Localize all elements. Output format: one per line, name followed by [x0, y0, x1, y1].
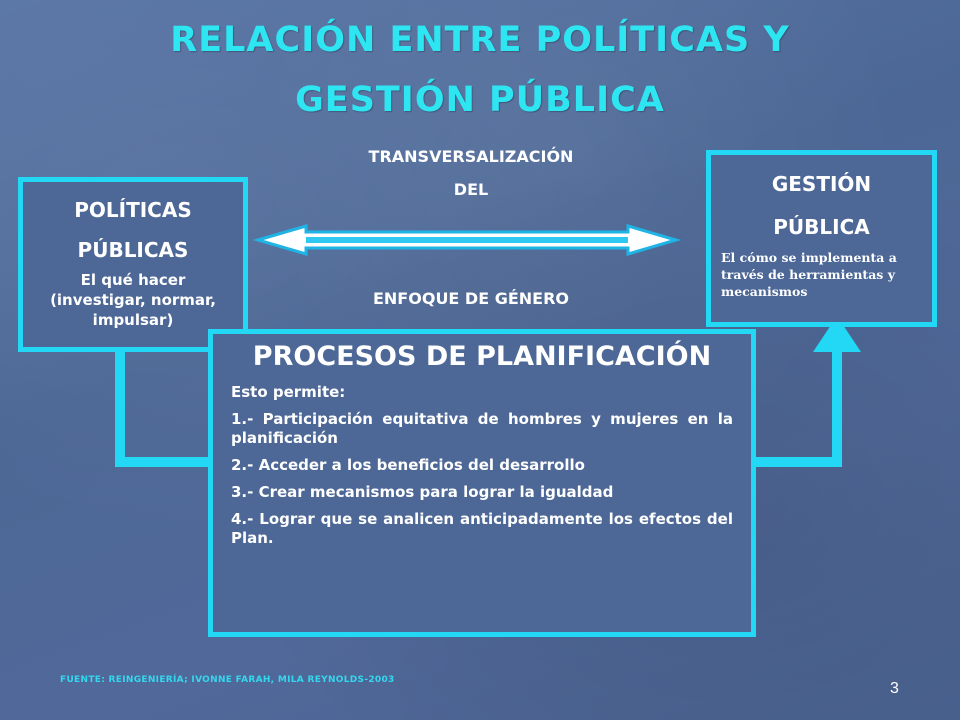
public-management-title-1: GESTIÓN	[771, 172, 872, 196]
public-management-box: GESTIÓN PÚBLICA El cómo se implementa a …	[706, 150, 937, 327]
public-management-description: El cómo se implementa a través de herram…	[721, 250, 897, 299]
double-arrow-icon	[252, 224, 682, 256]
planning-processes-title: PROCESOS DE PLANIFICACIÓN	[252, 341, 712, 372]
public-policies-title-1: POLÍTICAS	[74, 198, 192, 222]
planning-item-2: 2.- Acceder a los beneficios del desarro…	[231, 456, 585, 474]
slide-title-line-1: RELACIÓN ENTRE POLÍTICAS Y	[170, 20, 790, 60]
public-management-title-2: PÚBLICA	[773, 215, 870, 239]
planning-intro: Esto permite:	[231, 383, 346, 401]
source-footer: FUENTE: REINGENIERÍA; IVONNE FARAH, MILA…	[60, 675, 395, 685]
page-number: 3	[890, 680, 899, 697]
planning-item-1: 1.- Participación equitativa de hombres …	[231, 410, 733, 447]
up-arrow-right-icon	[756, 316, 861, 467]
del-label: DEL	[453, 180, 489, 199]
planning-item-3: 3.- Crear mecanismos para lograr la igua…	[231, 483, 614, 501]
planning-item-4: 4.- Lograr que se analicen anticipadamen…	[231, 510, 733, 547]
planning-processes-box: PROCESOS DE PLANIFICACIÓN Esto permite: …	[208, 329, 756, 637]
public-policies-box: POLÍTICAS PÚBLICAS El qué hacer (investi…	[18, 177, 248, 352]
public-policies-description: El qué hacer (investigar, normar, impuls…	[50, 271, 216, 329]
public-policies-title-2: PÚBLICAS	[77, 238, 189, 262]
gender-approach-label: ENFOQUE DE GÉNERO	[372, 289, 570, 308]
transversalization-label: TRANSVERSALIZACIÓN	[368, 147, 574, 166]
slide-title-line-2: GESTIÓN PÚBLICA	[295, 80, 665, 120]
